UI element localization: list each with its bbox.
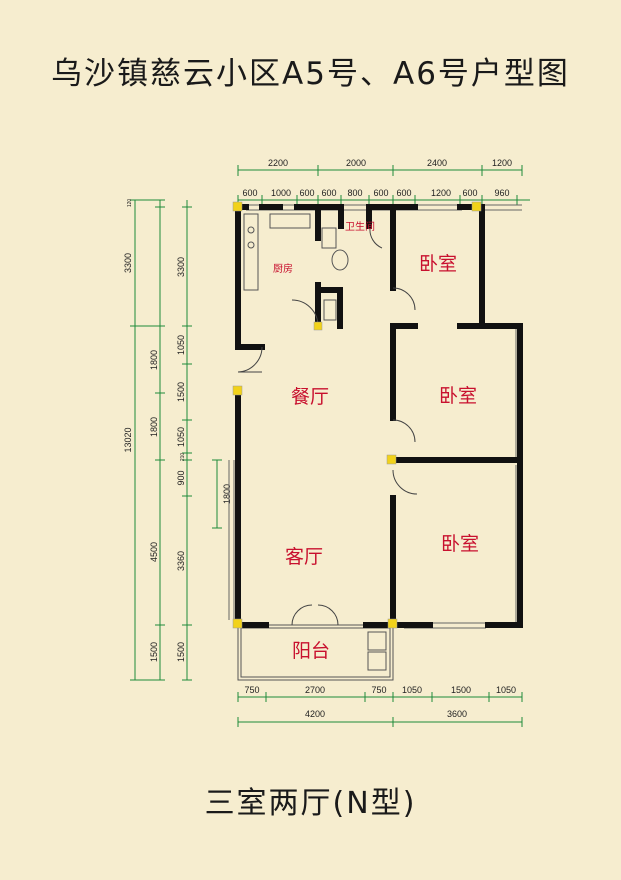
dim-left-outer-4: 4500	[149, 542, 159, 562]
dim-top-inner-5: 600	[373, 188, 388, 198]
dim-bottom-inner-4: 1500	[451, 685, 471, 695]
room-bedroom-3: 卧室	[441, 533, 479, 555]
dim-top-inner-0: 600	[242, 188, 257, 198]
dim-left-inner-2: 1500	[176, 382, 186, 402]
room-bedroom-2: 卧室	[439, 385, 477, 407]
room-bathroom: 卫生间	[345, 220, 375, 233]
dim-left-inner-3: 1050	[176, 427, 186, 447]
dimension-labels: 2200 2000 2400 1200 600 1000 600 600 800…	[123, 158, 516, 719]
dim-left-outer-5: 1500	[149, 642, 159, 662]
dim-left-inner-4: 210	[180, 453, 186, 462]
dim-window-side: 1800	[222, 484, 232, 504]
dim-bottom-inner-5: 1050	[496, 685, 516, 695]
dim-bottom-inner-3: 1050	[402, 685, 422, 695]
dim-top-inner-9: 960	[494, 188, 509, 198]
fixtures	[243, 213, 349, 321]
room-balcony: 阳台	[292, 640, 330, 662]
dimension-lines	[130, 165, 530, 727]
dim-left-outer-0: 120	[127, 199, 133, 208]
layout-type-caption: 三室两厅(N型)	[204, 786, 417, 821]
dim-top-inner-8: 600	[462, 188, 477, 198]
dim-top-outer-2: 2400	[427, 158, 447, 168]
balcony-outline	[237, 624, 394, 681]
walls	[235, 204, 523, 628]
dim-left-inner-5: 900	[176, 470, 186, 485]
dim-top-inner-6: 600	[396, 188, 411, 198]
room-labels: 厨房 卫生间 卧室 卧室 卧室 餐厅 客厅 阳台	[273, 220, 479, 662]
dim-top-outer-0: 2200	[268, 158, 288, 168]
dim-bottom-inner-1: 2700	[305, 685, 325, 695]
dim-left-inner-1: 1050	[176, 335, 186, 355]
dim-left-inner-7: 1500	[176, 642, 186, 662]
dim-left-inner-6: 3360	[176, 551, 186, 571]
room-kitchen: 厨房	[273, 262, 293, 275]
dim-bottom-inner-2: 750	[371, 685, 386, 695]
dim-left-outer-2: 1800	[149, 350, 159, 370]
dim-bottom-outer-1: 3600	[447, 709, 467, 719]
dim-top-inner-4: 800	[347, 188, 362, 198]
dim-top-inner-1: 1000	[271, 188, 291, 198]
dim-top-inner-7: 1200	[431, 188, 451, 198]
room-dining: 餐厅	[291, 386, 329, 408]
page-title: 乌沙镇慈云小区A5号、A6号户型图	[51, 56, 570, 92]
dim-top-outer-1: 2000	[346, 158, 366, 168]
dim-left-outer-1: 3300	[123, 253, 133, 273]
dim-top-inner-2: 600	[299, 188, 314, 198]
room-bedroom-1: 卧室	[419, 253, 457, 275]
dim-top-inner-3: 600	[321, 188, 336, 198]
dim-left-total: 13020	[123, 427, 133, 452]
dim-left-inner-0: 3300	[176, 257, 186, 277]
dim-bottom-outer-0: 4200	[305, 709, 325, 719]
dim-top-outer-3: 1200	[492, 158, 512, 168]
dim-left-outer-3: 1800	[149, 417, 159, 437]
room-living: 客厅	[285, 546, 323, 568]
dim-bottom-inner-0: 750	[244, 685, 259, 695]
columns	[232, 201, 482, 629]
